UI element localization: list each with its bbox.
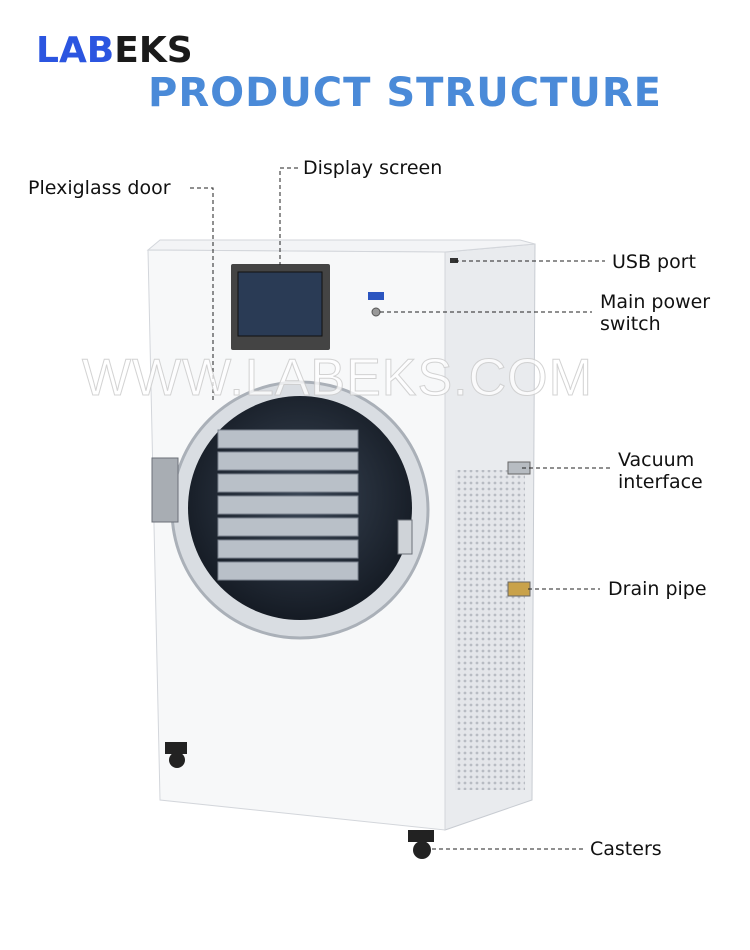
side-vent-grille <box>455 470 525 790</box>
door-hinge <box>151 457 179 523</box>
label-plexiglass-door: Plexiglass door <box>28 177 171 199</box>
label-line: switch <box>600 313 661 335</box>
page-title: PRODUCT STRUCTURE <box>148 70 662 116</box>
usb-port <box>450 258 458 263</box>
drain-pipe <box>507 581 531 597</box>
display-screen-glass <box>237 271 323 337</box>
door-handle <box>397 519 413 555</box>
shelves <box>217 429 359 581</box>
label-display-screen: Display screen <box>303 157 443 179</box>
watermark: WWW.LABEKS.COM <box>82 349 593 408</box>
brand-lab: LAB <box>36 30 115 71</box>
callout-lines <box>190 167 610 850</box>
label-drain-pipe: Drain pipe <box>608 578 707 600</box>
casters <box>165 742 434 859</box>
label-line: interface <box>618 471 703 493</box>
power-switch-plate <box>368 292 384 300</box>
power-switch <box>371 307 381 317</box>
label-usb-port: USB port <box>612 251 696 273</box>
vacuum-interface <box>507 461 531 475</box>
label-casters: Casters <box>590 838 662 860</box>
brand-logo: LABEKS <box>36 30 193 71</box>
brand-eks: EKS <box>114 30 193 71</box>
label-line: Vacuum <box>618 449 695 471</box>
label-line: Main power <box>600 291 711 313</box>
